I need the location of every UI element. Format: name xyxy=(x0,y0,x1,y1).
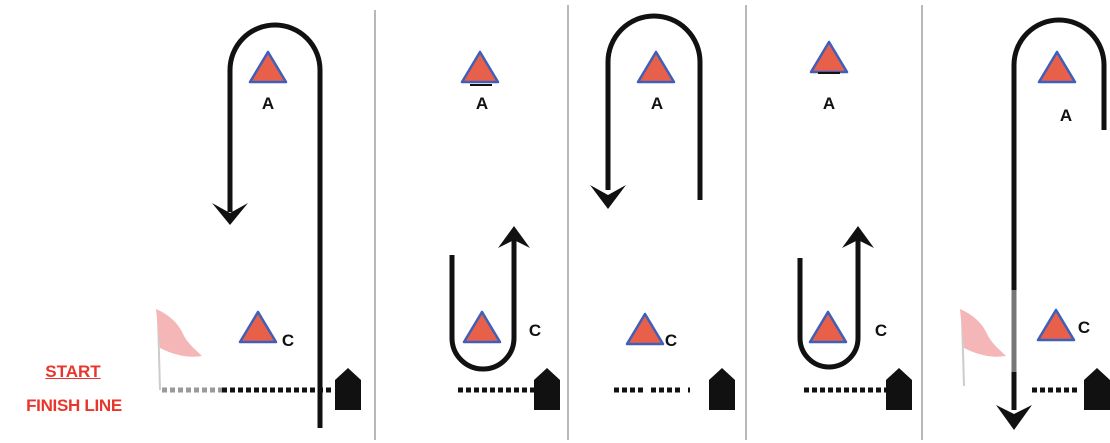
panel-2: A C xyxy=(449,50,560,410)
start-label: START xyxy=(45,362,101,381)
arrow-head-icon xyxy=(590,185,626,209)
arrow-head-icon xyxy=(842,226,874,248)
cone-icon xyxy=(1037,50,1077,84)
cone-icon xyxy=(238,310,278,344)
cone-label-a: A xyxy=(823,94,835,113)
path-route xyxy=(1011,17,1107,290)
house-marker-icon xyxy=(1084,368,1110,410)
cone-icon xyxy=(460,50,500,84)
panel-1: A C xyxy=(156,22,361,428)
cone-label-a: A xyxy=(262,94,274,113)
cone-icon xyxy=(636,50,676,84)
cone-label-c: C xyxy=(529,321,541,340)
cone-label-c: C xyxy=(665,331,677,350)
cone-icon xyxy=(808,310,848,344)
path-route xyxy=(227,22,323,428)
cone-label-c: C xyxy=(282,331,294,350)
cone-icon xyxy=(625,312,665,346)
cone-label-a: A xyxy=(476,94,488,113)
house-marker-icon xyxy=(534,368,560,410)
path-route xyxy=(605,13,703,200)
panel-dividers xyxy=(374,5,923,440)
flag-icon xyxy=(960,309,1006,387)
cone-icon xyxy=(1036,308,1076,342)
house-marker-icon xyxy=(709,368,735,410)
house-marker-icon xyxy=(335,368,361,410)
cone-label-a: A xyxy=(1060,106,1072,125)
path-route xyxy=(797,240,861,370)
arrow-head-icon xyxy=(212,203,248,225)
cone-label-a: A xyxy=(651,94,663,113)
finish-line-label: FINISH LINE xyxy=(26,396,122,415)
cone-label-c: C xyxy=(1078,318,1090,337)
arrow-head-icon xyxy=(498,226,530,248)
house-marker-icon xyxy=(886,368,912,410)
panel-5: A C xyxy=(960,17,1110,430)
panel-3: A C xyxy=(590,13,735,410)
flag-icon xyxy=(156,309,202,391)
cone-label-c: C xyxy=(875,321,887,340)
cone-icon xyxy=(248,50,288,84)
path-route xyxy=(449,240,517,372)
panel-4: A C xyxy=(797,40,912,410)
arrow-head-icon xyxy=(996,405,1032,430)
cone-icon xyxy=(809,40,849,74)
cone-icon xyxy=(462,310,502,344)
